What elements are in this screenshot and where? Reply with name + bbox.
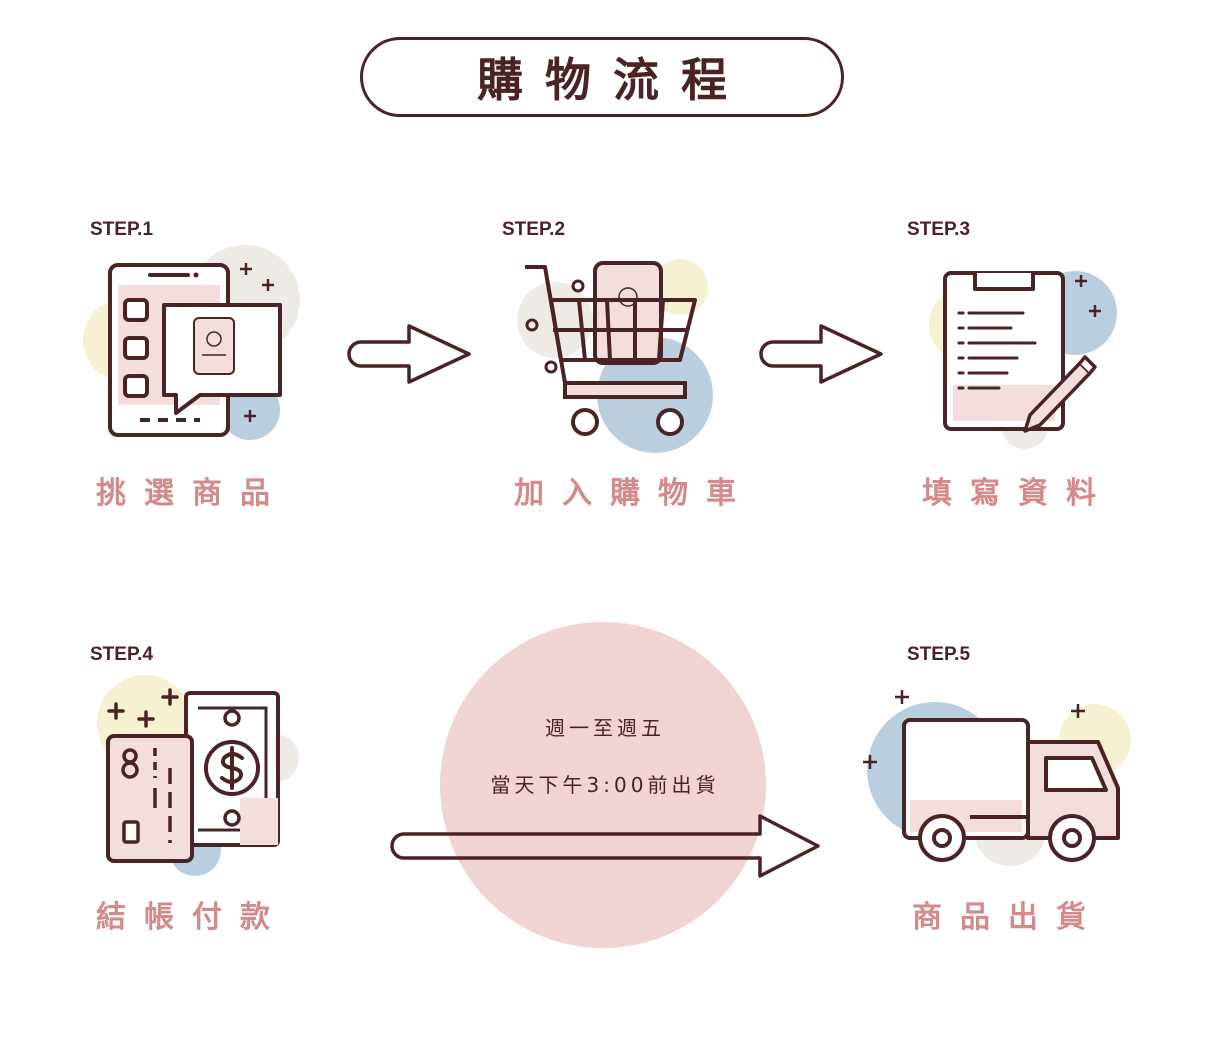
step-5-label: STEP.5	[907, 644, 971, 665]
title-pill: 購物流程	[360, 37, 844, 117]
step-3-label: STEP.3	[907, 219, 971, 240]
step-2-name: 加入購物車	[514, 476, 754, 511]
money-card-icon	[97, 675, 299, 876]
shipping-days: 週一至週五	[545, 716, 665, 740]
step-4-label: STEP.4	[90, 644, 154, 665]
step-3-name: 填寫資料	[922, 476, 1114, 511]
step-4-name: 結帳付款	[96, 900, 288, 935]
page-title: 購物流程	[477, 53, 749, 107]
arrow-icon	[759, 324, 883, 384]
step-1-label: STEP.1	[90, 219, 154, 240]
shipping-cutoff: 當天下午3:00前出貨	[490, 773, 720, 797]
long-arrow-icon	[390, 814, 820, 878]
shipping-time-circle	[390, 622, 820, 948]
arrow-icon	[347, 324, 471, 384]
step-1-name: 挑選商品	[96, 476, 288, 511]
step-2-label: STEP.2	[502, 219, 566, 240]
shopping-cart-icon	[517, 259, 713, 453]
step-5-name: 商品出貨	[912, 900, 1104, 935]
clipboard-icon	[929, 271, 1117, 449]
smartphone-icon	[83, 245, 300, 440]
delivery-truck-icon	[863, 690, 1131, 866]
